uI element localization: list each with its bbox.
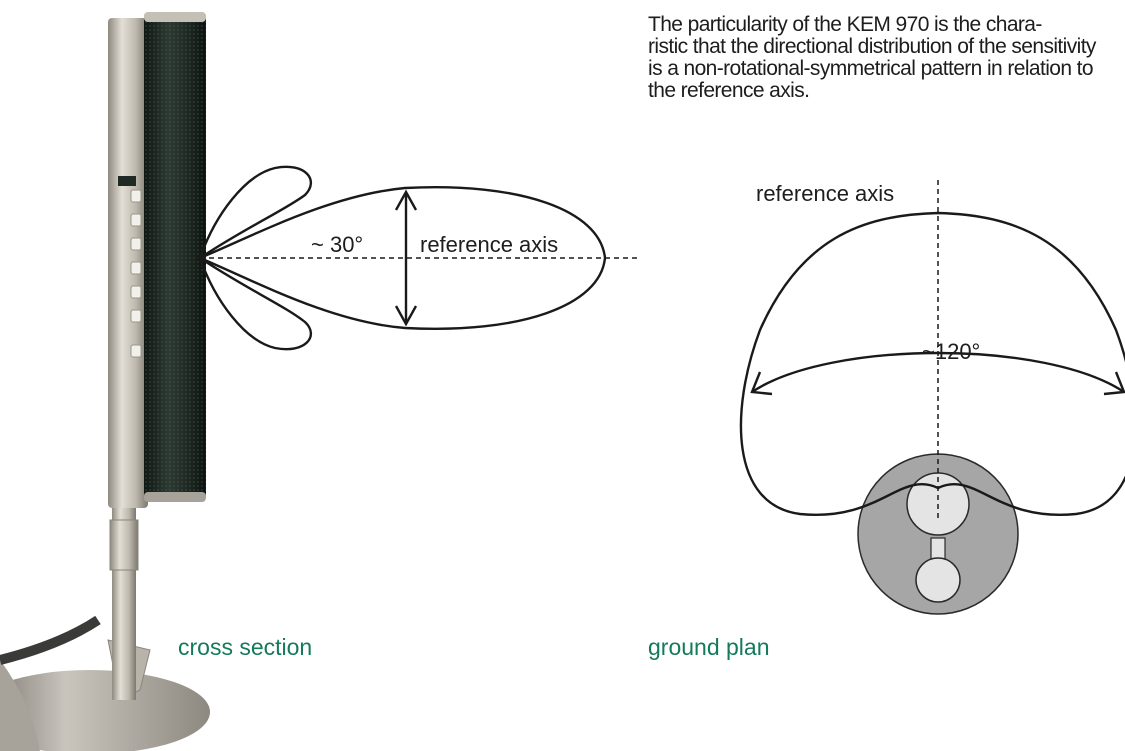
mic-cable	[0, 615, 101, 665]
cross-section-angle-label: ~ 30°	[311, 232, 364, 257]
mic-base	[0, 670, 210, 751]
ground-plan-axis-label: reference axis	[756, 181, 895, 206]
mic-collar	[109, 519, 139, 571]
cross-section-axis-label: reference axis	[420, 232, 559, 257]
description-line: the reference axis.	[648, 79, 810, 102]
description-text: The particularity of the KEM 970 is the …	[648, 14, 1125, 102]
description-line: ristic that the directional distribution…	[648, 35, 1096, 58]
mic-body	[108, 18, 148, 508]
mic-switches	[130, 189, 142, 358]
ground-plan-angle-label: ~120°	[922, 339, 981, 364]
polar-pattern	[739, 211, 1125, 517]
ground-plan-caption: ground plan	[648, 634, 770, 660]
cross-section-caption: cross section	[178, 634, 313, 660]
upper-side-lobe	[197, 165, 312, 261]
capsule-rear-circle	[915, 557, 961, 603]
lower-side-lobe	[197, 255, 312, 351]
mic-led-clip	[118, 176, 136, 186]
description-line: is a non-rotational-symmetrical pattern …	[648, 57, 1094, 80]
mic-base-edge	[0, 660, 40, 751]
description-line: The particularity of the KEM 970 is the …	[648, 14, 1042, 36]
